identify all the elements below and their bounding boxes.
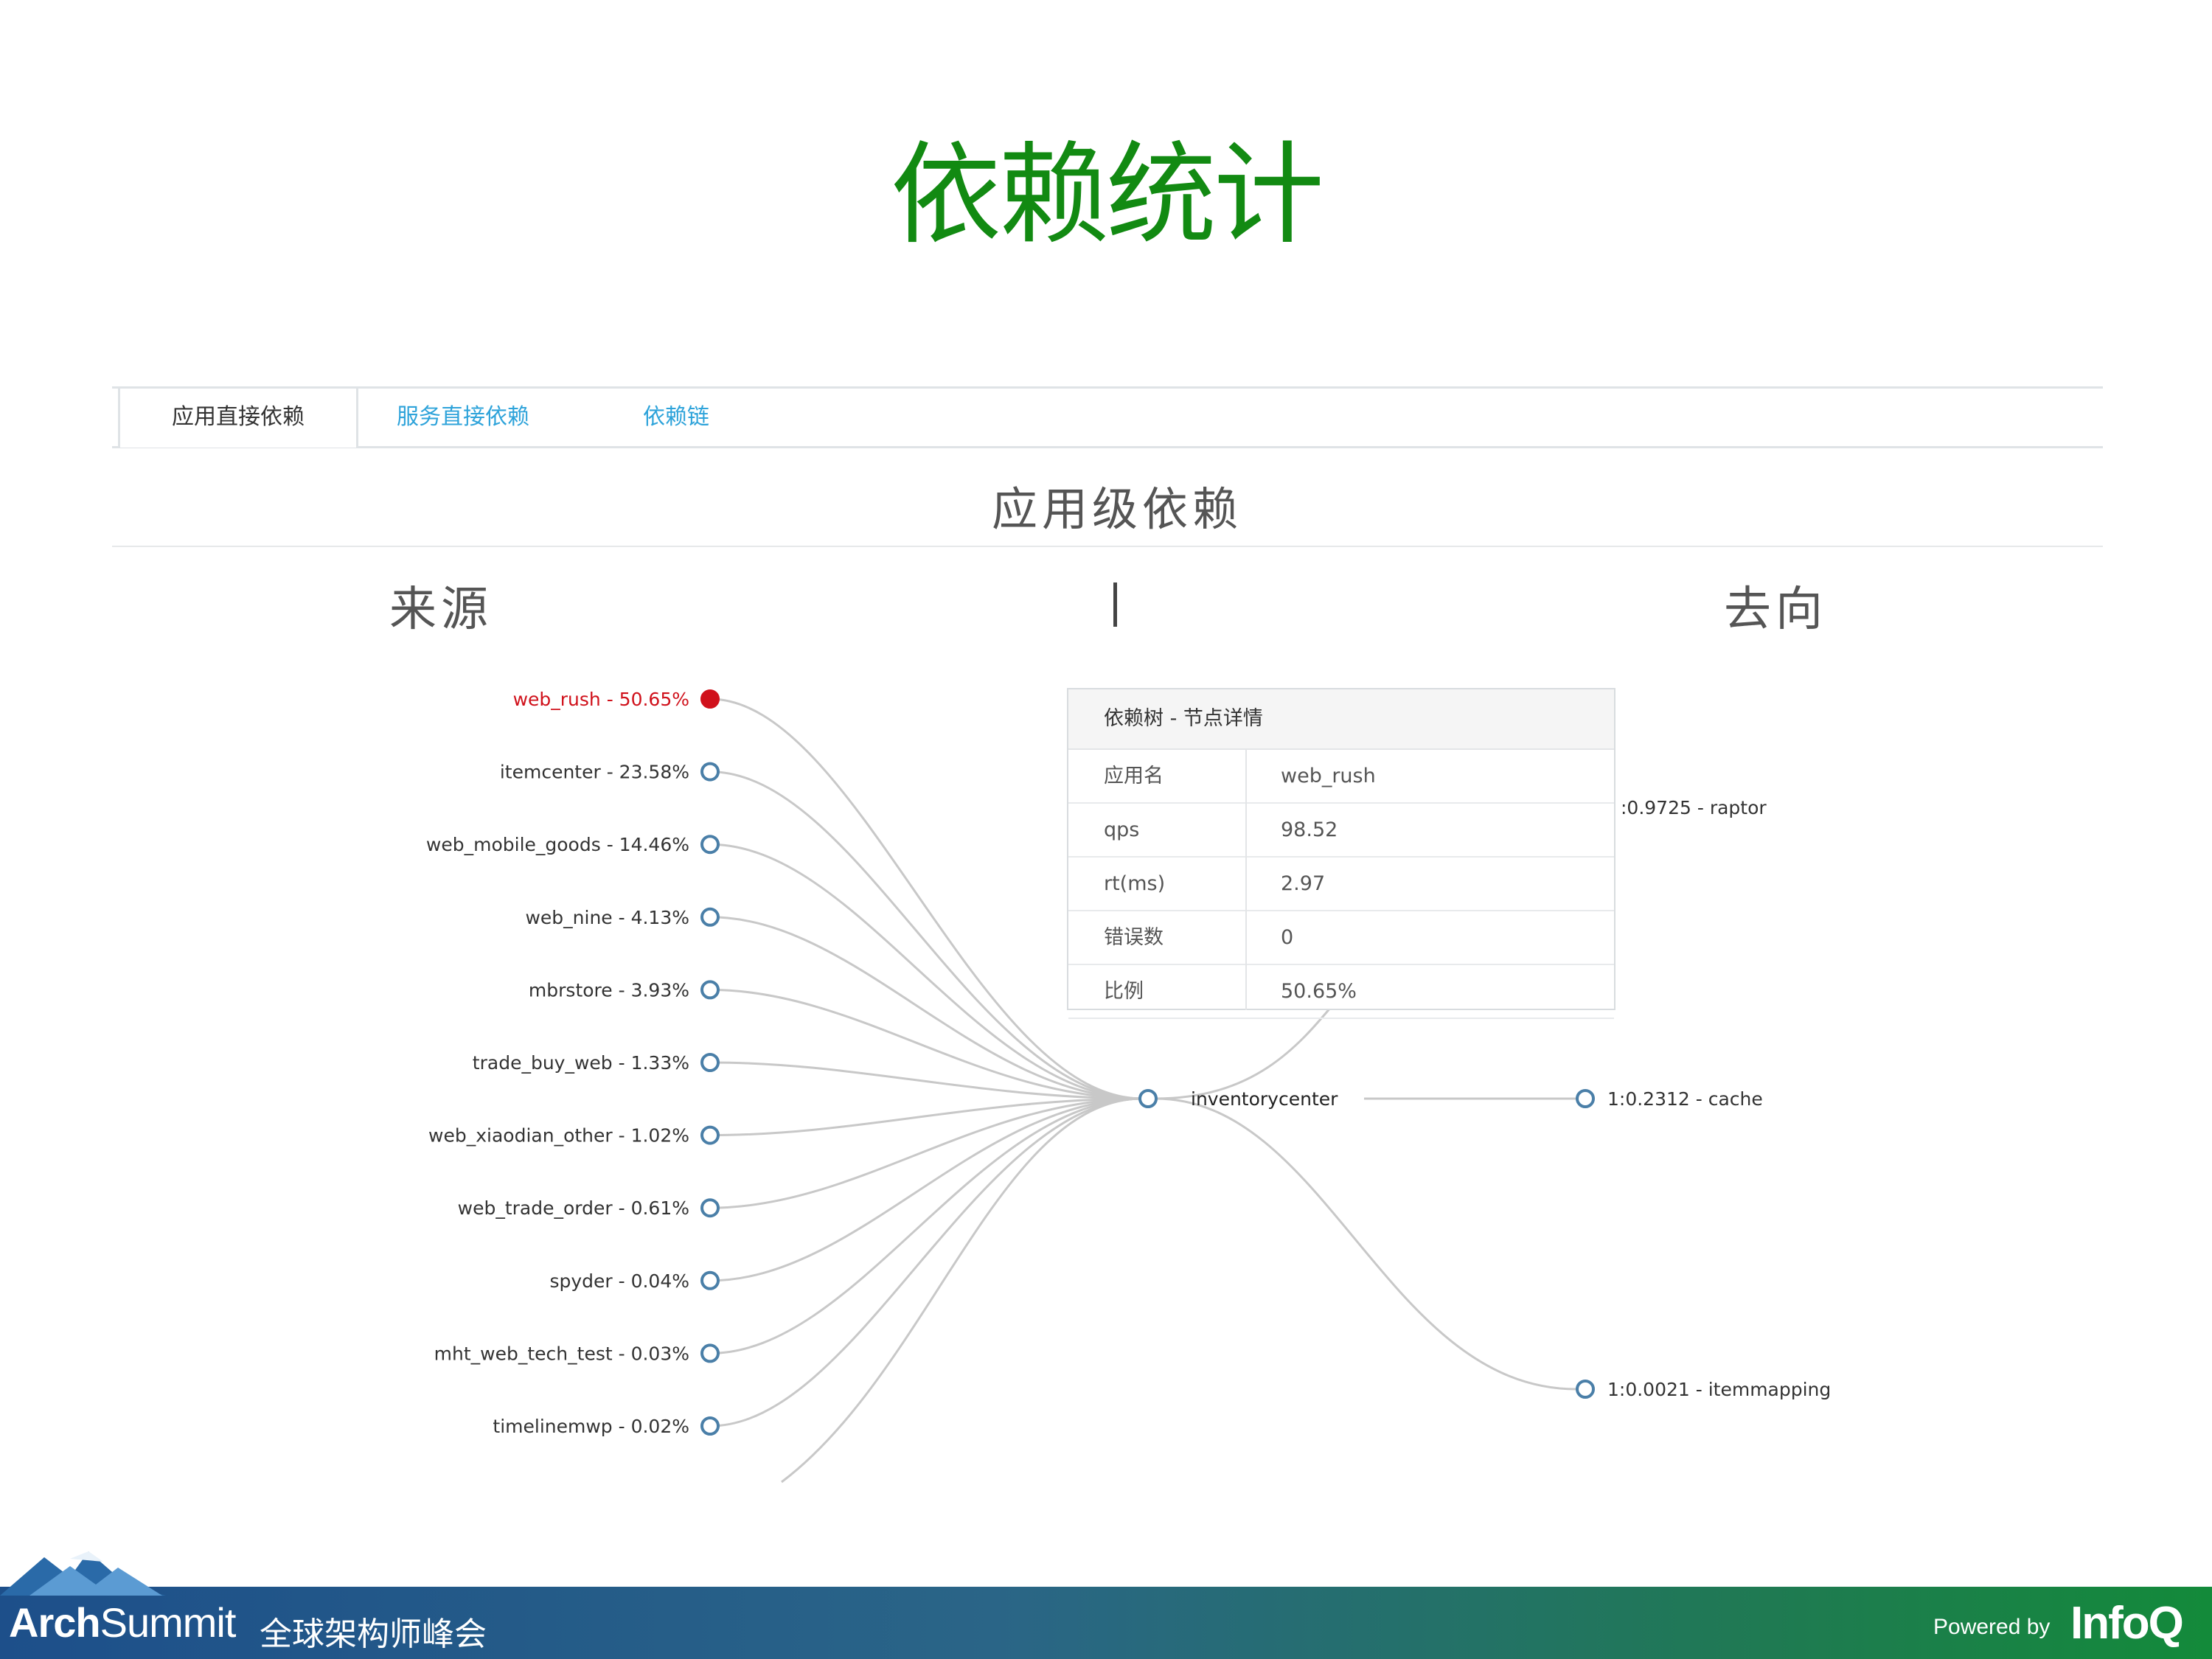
center-node[interactable] (1138, 1089, 1158, 1108)
node-detail-panel: 依赖树 - 节点详情 应用名 web_rush qps 98.52 rt(ms)… (1067, 688, 1615, 1019)
target-link (1155, 1002, 1336, 1100)
center-label[interactable]: inventorycenter (1191, 1088, 1338, 1110)
detail-row: 应用名 web_rush (1068, 750, 1614, 804)
detail-row: rt(ms) 2.97 (1068, 858, 1614, 911)
source-label[interactable]: spyder - 0.04% (549, 1270, 689, 1292)
targets-heading: 去向 (1724, 582, 1827, 637)
source-label[interactable]: web_rush - 50.65% (513, 689, 689, 710)
archsummit-logo: ArchSummit (9, 1599, 236, 1646)
source-label[interactable]: trade_buy_web - 1.33% (473, 1052, 689, 1074)
source-label[interactable]: mbrstore - 3.93% (529, 979, 689, 1001)
detail-value: web_rush (1281, 765, 1376, 787)
target-label[interactable]: :0.9725 - raptor (1621, 797, 1767, 818)
source-node[interactable] (700, 762, 720, 782)
source-link (709, 916, 1143, 1100)
source-node[interactable] (700, 907, 720, 927)
source-node[interactable] (700, 1416, 720, 1436)
source-node[interactable] (700, 835, 720, 855)
archsummit-subtitle: 全球架构师峰会 (260, 1615, 487, 1653)
tab-app-direct-deps[interactable]: 应用直接依赖 (118, 389, 358, 448)
source-link (709, 1097, 1143, 1137)
dependency-graph: web_rush - 50.65% itemcenter - 23.58% web_… (426, 689, 1831, 1484)
source-node[interactable] (700, 980, 720, 1000)
source-node[interactable] (700, 1270, 720, 1290)
source-node[interactable] (700, 1053, 720, 1072)
detail-row: 比例 50.65% (1068, 965, 1614, 1019)
source-node[interactable] (700, 1198, 720, 1218)
source-link (709, 1061, 1143, 1100)
source-label[interactable]: web_trade_order - 0.61% (458, 1197, 689, 1219)
mountain-logo-icon (0, 1551, 166, 1596)
infoq-logo: InfoQ (2070, 1598, 2184, 1649)
source-link (709, 1097, 1143, 1282)
sources-heading: 来源 (389, 582, 493, 637)
detail-key: 应用名 (1104, 765, 1164, 787)
tab-service-direct-deps[interactable]: 服务直接依赖 (397, 404, 529, 430)
source-link (709, 771, 1143, 1100)
detail-key: 比例 (1104, 980, 1144, 1003)
detail-row: 错误数 0 (1068, 911, 1614, 965)
detail-value: 0 (1281, 926, 1294, 949)
detail-value: 50.65% (1281, 980, 1357, 1003)
tab-bar: 应用直接依赖 服务直接依赖 依赖链 (112, 386, 2103, 448)
source-label[interactable]: web_nine - 4.13% (525, 907, 689, 928)
source-label[interactable]: timelinemwp - 0.02% (493, 1416, 689, 1437)
section-title: 应用级依赖 (991, 482, 1242, 536)
source-link (709, 698, 1143, 1100)
source-label[interactable]: mht_web_tech_test - 0.03% (434, 1343, 689, 1364)
source-node[interactable] (700, 1125, 720, 1145)
tab-dependency-chain[interactable]: 依赖链 (643, 404, 709, 430)
source-label[interactable]: itemcenter - 23.58% (500, 762, 689, 783)
detail-value: 2.97 (1281, 872, 1326, 895)
source-link (709, 1097, 1143, 1354)
source-label[interactable]: web_xiaodian_other - 1.02% (428, 1125, 689, 1147)
section-divider (112, 546, 2103, 547)
target-label[interactable]: 1:0.0021 - itemmapping (1607, 1379, 1831, 1400)
source-link-overflow (781, 1097, 1143, 1484)
powered-by-label: Powered by (1933, 1615, 2051, 1639)
column-divider (1113, 582, 1117, 627)
source-node[interactable] (700, 1343, 720, 1363)
target-label[interactable]: 1:0.2312 - cache (1607, 1088, 1763, 1110)
source-link (709, 1097, 1143, 1427)
source-link (709, 1097, 1143, 1209)
source-link (709, 843, 1143, 1100)
detail-value: 98.52 (1281, 818, 1338, 841)
detail-row: qps 98.52 (1068, 804, 1614, 858)
detail-column-separator (1245, 748, 1247, 1010)
slide-title: 依赖统计 (890, 131, 1324, 260)
detail-panel-title: 依赖树 - 节点详情 (1068, 689, 1614, 750)
source-node[interactable] (700, 689, 720, 709)
source-label[interactable]: web_mobile_goods - 14.46% (426, 834, 689, 855)
detail-key: 错误数 (1104, 926, 1164, 949)
detail-key: qps (1104, 818, 1140, 841)
source-link (709, 988, 1143, 1100)
target-node[interactable] (1576, 1380, 1595, 1399)
detail-key: rt(ms) (1104, 872, 1166, 895)
target-link (1155, 1097, 1577, 1391)
footer-bar (0, 1551, 2212, 1659)
target-node[interactable] (1576, 1089, 1595, 1108)
